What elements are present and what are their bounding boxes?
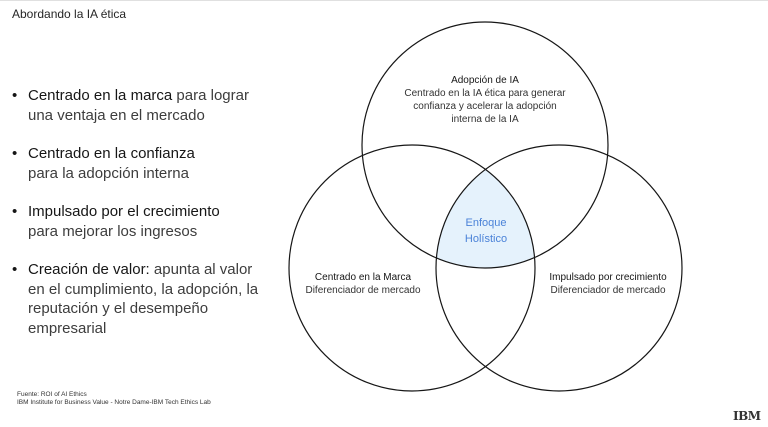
bullet-item: • Centrado en la marca para lograr una ve… bbox=[10, 86, 260, 125]
venn-right-text: Diferenciador de mercado bbox=[550, 285, 665, 296]
venn-center-label: Enfoque bbox=[466, 217, 507, 229]
bullet-list: • Centrado en la marca para lograr una ve… bbox=[10, 86, 260, 357]
bullet-lead: Centrado en la marca bbox=[28, 87, 173, 104]
bullet-lead: Centrado en la confianza bbox=[28, 145, 195, 162]
bullet-icon: • bbox=[12, 261, 18, 278]
bullet-text: apunta al valor en el cumplimiento, la a… bbox=[28, 261, 259, 337]
source-line: Fuente: ROI of AI Ethics bbox=[17, 391, 87, 398]
venn-circle-top bbox=[361, 21, 609, 269]
venn-top-title: Adopción de IA bbox=[451, 75, 519, 86]
bullet-icon: • bbox=[12, 203, 18, 220]
bullet-text: para lograr una ventaja en el mercado bbox=[28, 87, 249, 124]
bullet-text: para mejorar los ingresos bbox=[28, 222, 198, 240]
bullet-item: • Creación de valor: apunta al valor en e… bbox=[10, 260, 260, 338]
bullet-lead: Impulsado por el crecimiento bbox=[28, 203, 220, 220]
venn-top-text: Centrado en la IA ética para generar bbox=[404, 88, 566, 99]
venn-circle-left bbox=[288, 144, 536, 392]
ibm-logo: IBM bbox=[733, 409, 761, 423]
venn-center-region bbox=[436, 145, 535, 268]
venn-left-title: Centrado en la Marca bbox=[315, 272, 412, 283]
top-divider bbox=[0, 0, 768, 1]
venn-circle-right bbox=[435, 144, 683, 392]
source-line: IBM Institute for Business Value - Notre… bbox=[17, 399, 211, 406]
venn-top-text: confianza y acelerar la adopción bbox=[413, 101, 556, 112]
bullet-icon: • bbox=[12, 87, 18, 104]
slide-title: Abordando la IA ética bbox=[12, 7, 127, 21]
bullet-lead: Creación de valor: bbox=[28, 261, 150, 278]
bullet-item: • Centrado en la confianza para la adopci… bbox=[10, 144, 260, 183]
venn-center-label: Holístico bbox=[465, 233, 507, 245]
venn-top-text: interna de la IA bbox=[451, 114, 519, 125]
venn-right-title: Impulsado por crecimiento bbox=[549, 272, 667, 283]
venn-left-text: Diferenciador de mercado bbox=[305, 285, 420, 296]
source-note: Fuente: ROI of AI Ethics IBM Institute f… bbox=[17, 391, 211, 407]
bullet-item: • Impulsado por el crecimiento para mejor… bbox=[10, 202, 260, 241]
bullet-text: para la adopción interna bbox=[28, 164, 189, 182]
bullet-icon: • bbox=[12, 145, 18, 162]
